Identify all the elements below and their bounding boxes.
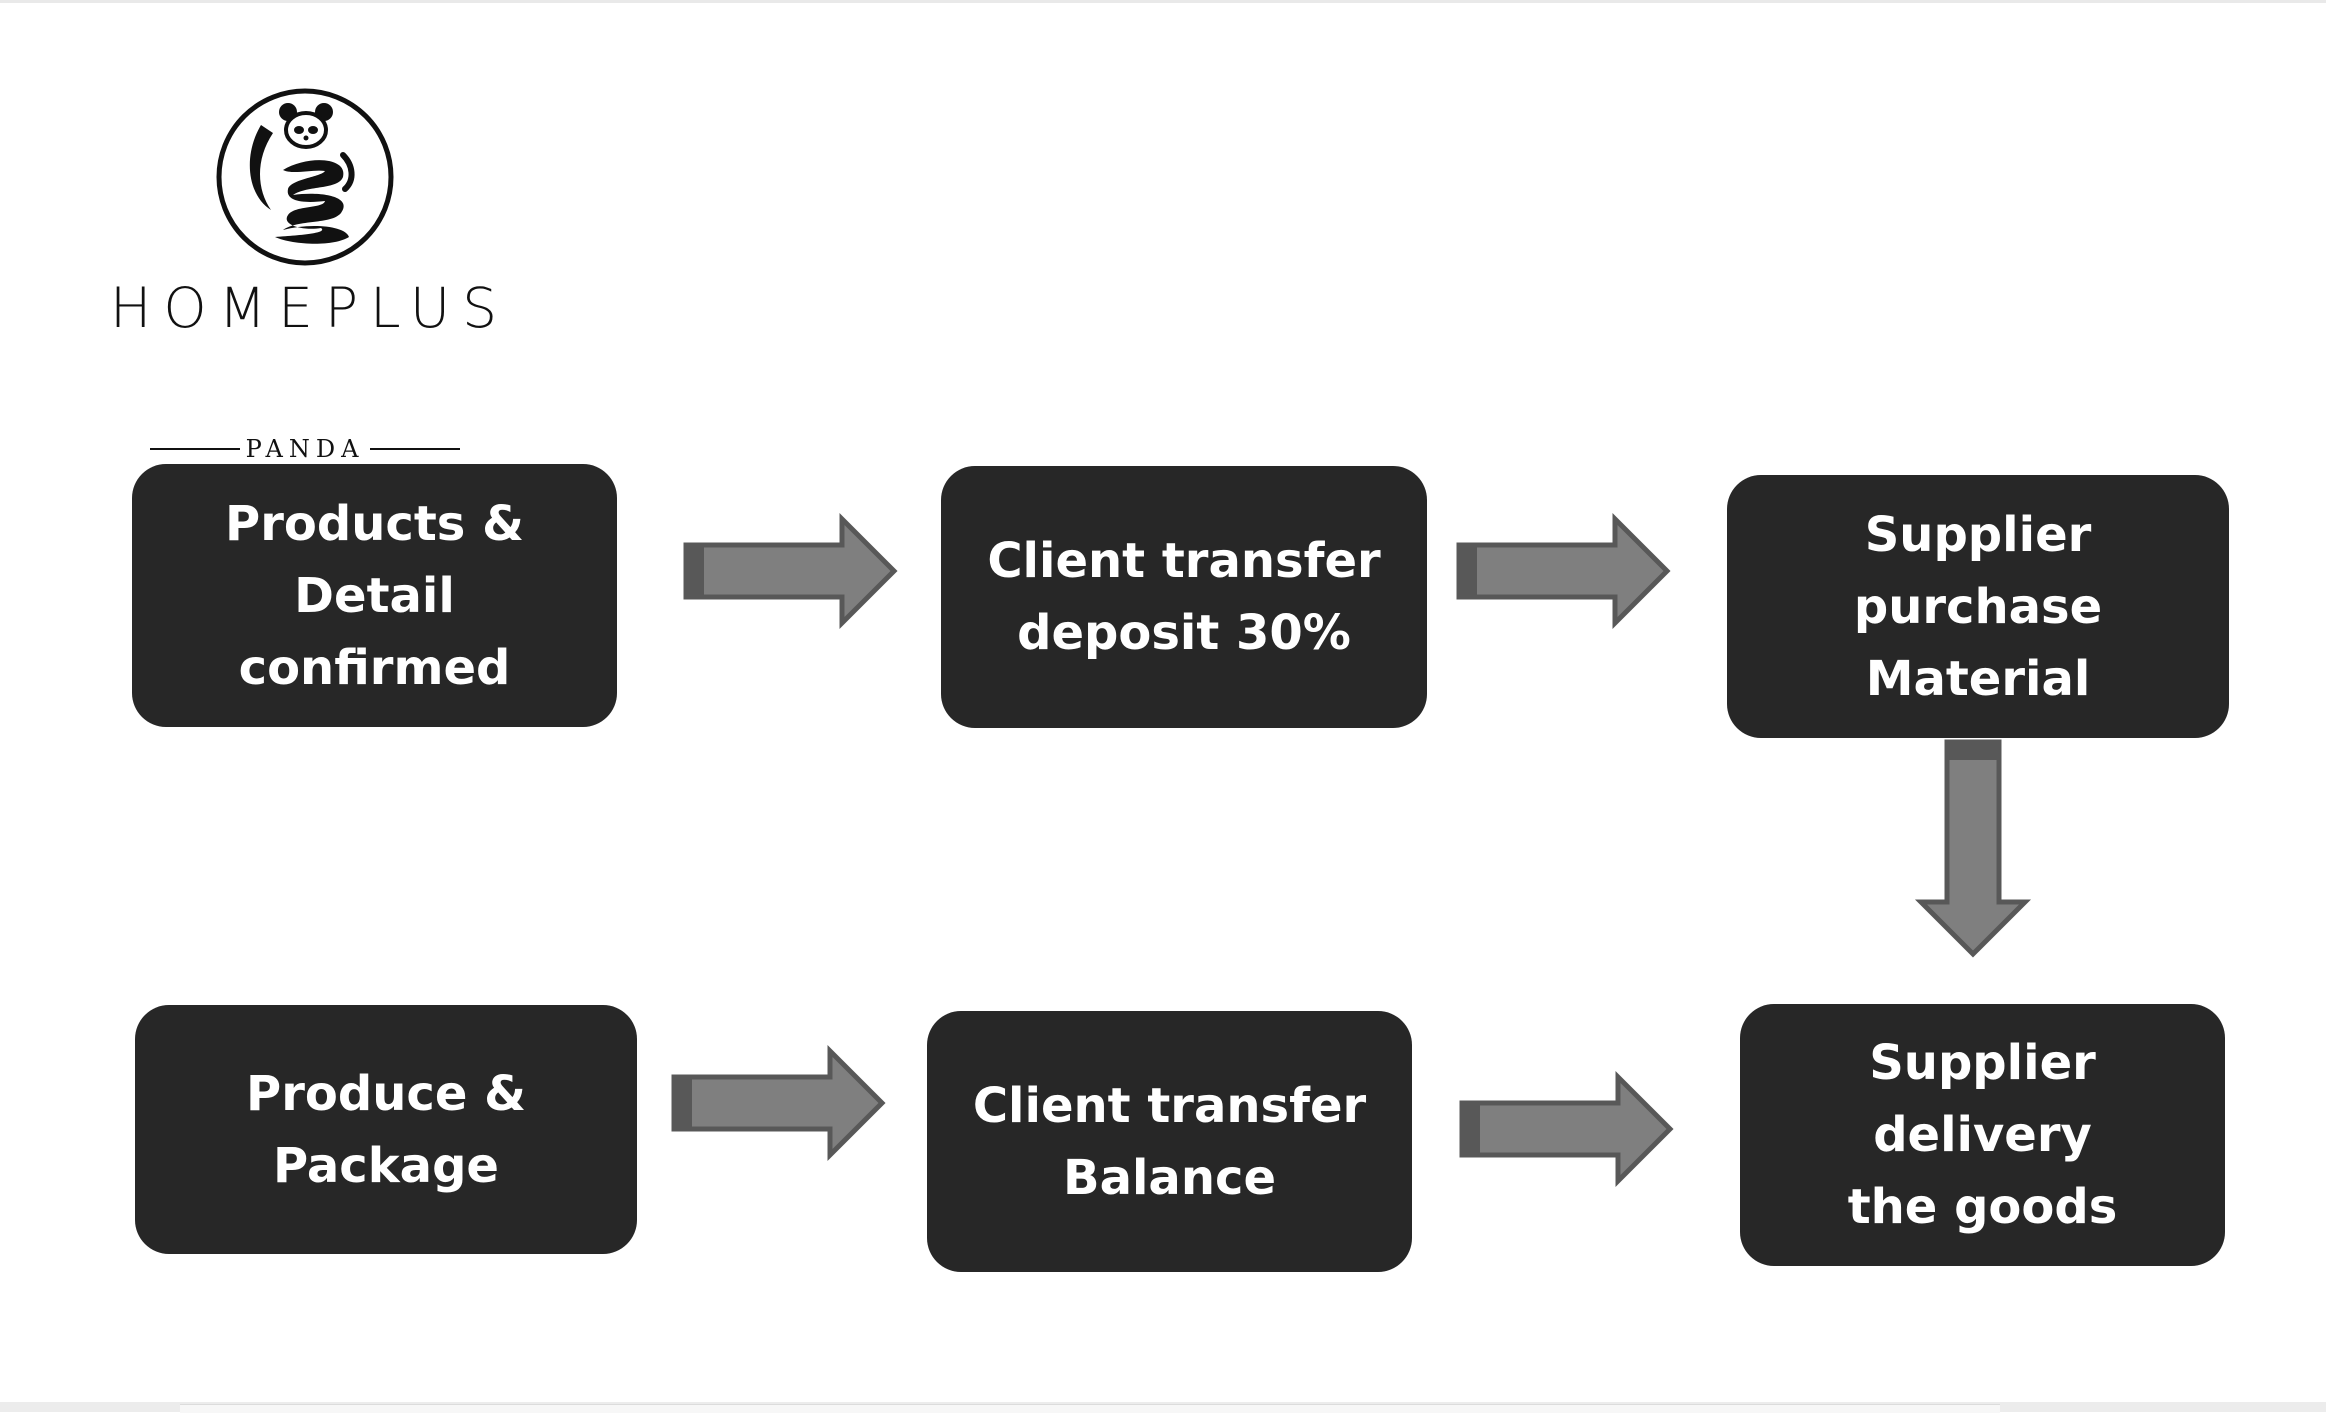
panda-logo-icon bbox=[216, 88, 394, 266]
logo-subtitle: PANDA bbox=[245, 435, 365, 463]
step-produce-package: Produce & Package bbox=[135, 1005, 637, 1254]
step-products-detail-confirmed: Products & Detail confirmed bbox=[132, 464, 617, 727]
step-client-transfer-deposit: Client transfer deposit 30% bbox=[941, 466, 1427, 728]
right-arrow-icon bbox=[683, 512, 898, 630]
step-label: Supplier delivery the goods bbox=[1847, 1035, 2118, 1235]
logo-wordmark: HOMEPLUS bbox=[110, 276, 510, 340]
right-arrow-icon bbox=[671, 1044, 886, 1162]
logo-divider-right bbox=[370, 448, 460, 450]
homeplus-panda-logo: HOMEPLUS PANDA bbox=[110, 85, 510, 463]
step-label: Client transfer deposit 30% bbox=[987, 533, 1381, 661]
right-arrow-icon bbox=[1456, 512, 1671, 630]
step-supplier-purchase-material: Supplier purchase Material bbox=[1727, 475, 2229, 738]
down-arrow-icon bbox=[1914, 739, 2032, 958]
logo-divider-left bbox=[150, 448, 240, 450]
step-client-transfer-balance: Client transfer Balance bbox=[927, 1011, 1412, 1272]
step-label: Client transfer Balance bbox=[972, 1077, 1367, 1206]
step-label: Products & Detail confirmed bbox=[225, 495, 524, 696]
step-label: Produce & Package bbox=[246, 1065, 526, 1194]
right-arrow-icon bbox=[1459, 1070, 1674, 1188]
step-label: Supplier purchase Material bbox=[1853, 506, 2103, 707]
step-supplier-delivery-goods: Supplier delivery the goods bbox=[1740, 1004, 2225, 1266]
top-border bbox=[0, 0, 2326, 3]
bottom-scroll-edge bbox=[180, 1404, 2000, 1413]
logo-subtitle-row: PANDA bbox=[150, 435, 460, 465]
